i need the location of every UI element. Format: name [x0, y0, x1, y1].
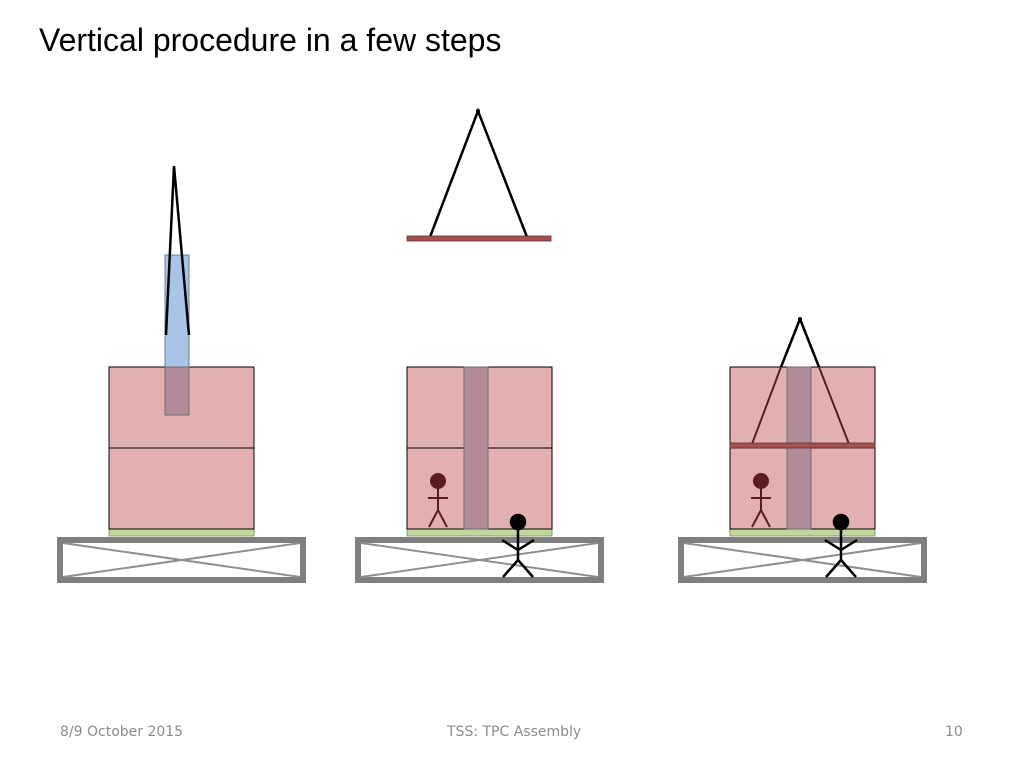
crane-sling-icon [428, 107, 529, 238]
stick-figure-icon [751, 473, 771, 528]
crane-sling-icon [751, 317, 850, 445]
step-1 [57, 165, 306, 583]
lifting-pole [164, 254, 190, 368]
base-plate [108, 528, 255, 537]
base-plate [729, 528, 876, 537]
lifting-beam [406, 235, 552, 242]
step-2 [355, 107, 604, 583]
crane-sling-icon [164, 165, 191, 336]
stick-figure-icon [824, 513, 858, 578]
support-frame-icon [57, 537, 306, 583]
footer-title: TSS: TPC Assembly [447, 724, 582, 740]
support-frame-icon [355, 537, 604, 583]
central-tube [463, 366, 489, 530]
step-3 [678, 317, 927, 583]
support-frame-icon [678, 537, 927, 583]
lifting-pole-inserted [164, 366, 190, 416]
stick-figure-icon [428, 473, 448, 528]
lifting-beam [729, 442, 876, 449]
base-plate [406, 528, 553, 537]
page-number: 10 [945, 724, 963, 740]
footer-date: 8/9 October 2015 [60, 724, 184, 740]
stick-figure-icon [501, 513, 535, 578]
slide-title: Vertical procedure in a few steps [39, 22, 502, 58]
volume-lower [108, 447, 255, 530]
